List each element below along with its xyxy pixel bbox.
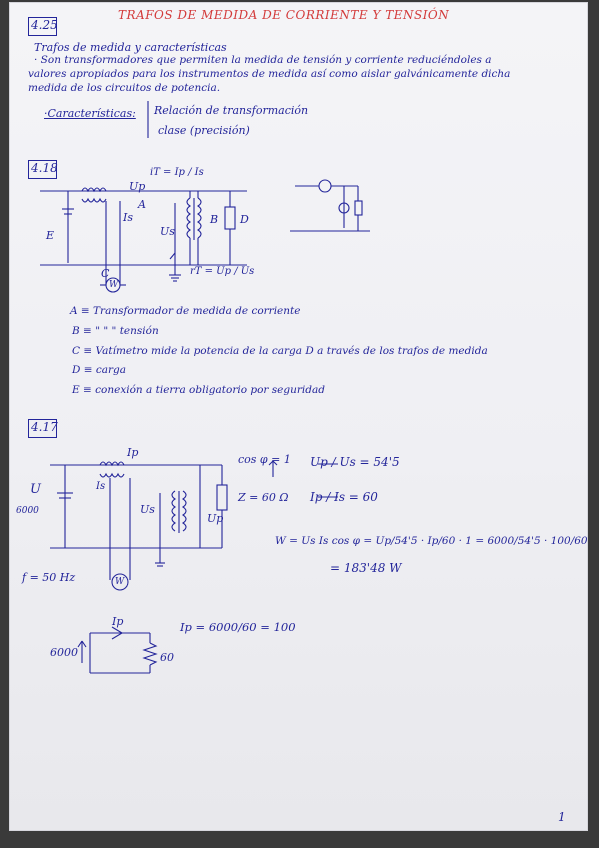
bottom-load-value: 60 [160,651,174,664]
wattmeter-symbol-418: W [109,280,119,290]
voltage-ratio: Up / Us = 54'5 [310,455,400,469]
section-box-417 [28,419,57,438]
label-is-418: Is [123,211,133,224]
power-result: = 183'48 W [330,561,402,575]
wattmeter-symbol-417: W [115,577,125,587]
circuit-diagram-418 [40,101,370,293]
label-frequency: f = 50 Hz [22,571,76,584]
cos-phi: cos φ = 1 [238,453,291,466]
characteristics-label: ·Características: [44,107,136,120]
power-equation: W = Us Is cos φ = Up/54'5 · Ip/60 · 1 = … [275,535,587,547]
bottom-ip-equation: Ip = 6000/60 = 100 [180,620,296,634]
label-is-417: Is [96,481,106,492]
legend-c: C ≡ Vatímetro mide la potencia de la car… [72,345,488,357]
section-425-line-3: medida de los circuitos de potencia. [28,82,221,94]
section-425-line-2: valores apropiados para los instrumentos… [28,68,511,80]
current-ratio: Ip / Is = 60 [310,490,378,504]
section-number-418: 4.18 [31,161,58,175]
legend-e: E ≡ conexión a tierra obligatorio por se… [72,384,325,396]
legend-d: D ≡ carga [72,364,127,376]
characteristic-class: clase (precisión) [158,124,250,137]
bottom-source-value: 6000 [50,646,78,659]
label-c: C [101,267,110,280]
legend-b: B ≡ " " " tensión [72,325,159,337]
label-d: D [240,213,249,226]
section-425-line-1: · Son transformadores que permiten la me… [34,54,492,66]
section-number-425: 4.25 [31,18,58,32]
circuit-diagram-417 [50,460,338,674]
page-title: TRAFOS DE MEDIDA DE CORRIENTE Y TENSIÓN [118,8,450,22]
formula-rt: rT = Up / Us [190,266,255,277]
page-number: 1 [558,810,566,824]
characteristic-ratio: Relación de transformación [154,104,309,117]
bottom-ip-label: Ip [112,615,124,628]
section-box-425 [28,17,57,36]
formula-it: iT = Ip / Is [150,167,204,178]
label-b: B [210,213,219,226]
label-us-417: Us [140,503,155,516]
notebook-page: TRAFOS DE MEDIDA DE CORRIENTE Y TENSIÓN … [10,3,587,830]
label-e: E [46,229,55,242]
label-up-418: Up [129,180,146,193]
legend-a: A ≡ Transformador de medida de corriente [70,305,301,317]
label-up-417: Up [207,512,224,525]
section-425-title: Trafos de medida y características [34,41,227,54]
label-u: U [30,482,41,497]
section-number-417: 4.17 [31,420,58,434]
label-a: A [138,198,146,211]
label-u-value: 6000 [16,506,39,516]
section-box-418 [28,160,57,179]
label-ip-417: Ip [127,446,139,459]
label-us-418: Us [160,225,175,238]
impedance: Z = 60 Ω [238,491,289,504]
